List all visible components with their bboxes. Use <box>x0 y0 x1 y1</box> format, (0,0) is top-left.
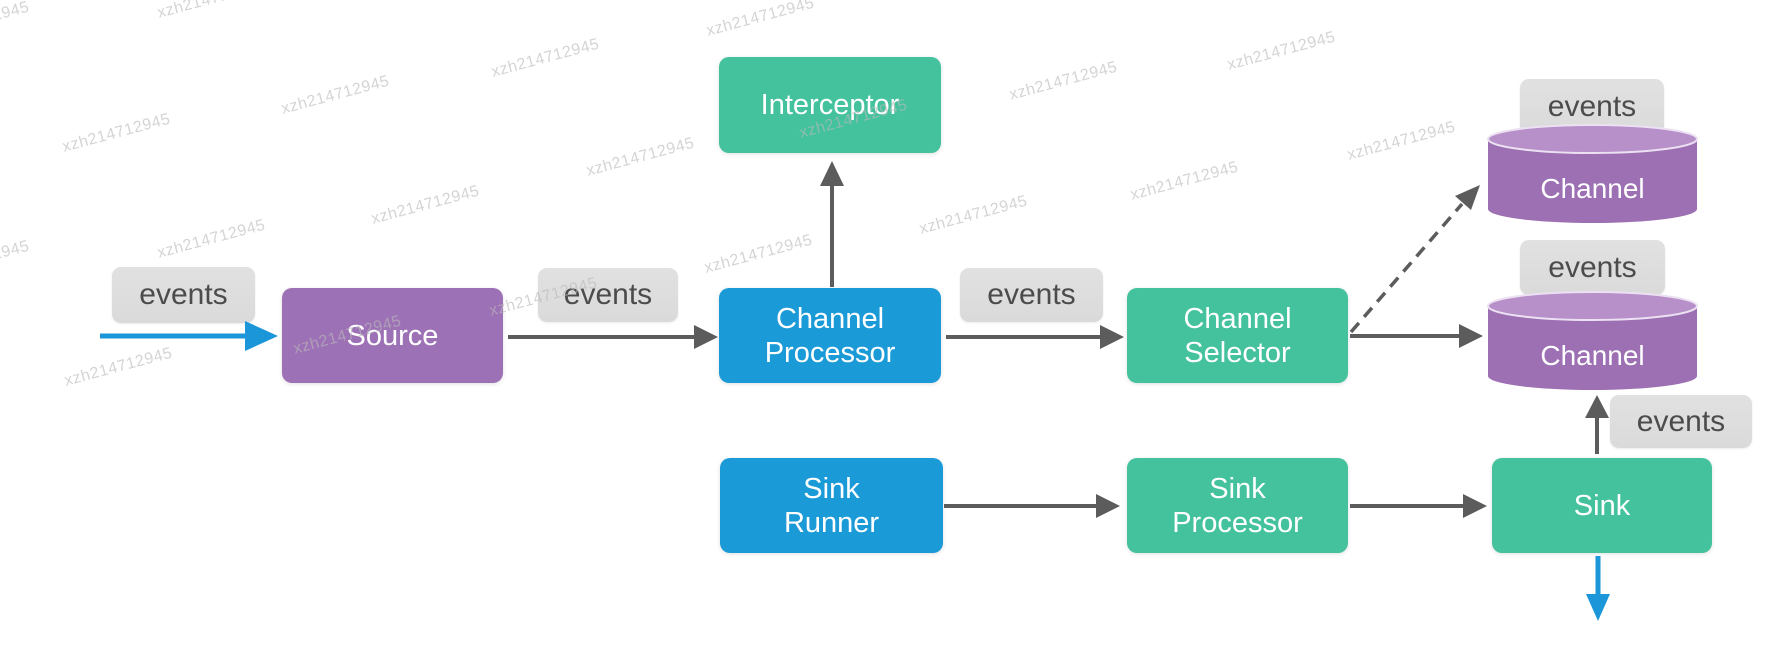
arrow-input-to-source <box>100 321 278 351</box>
arrow-channel-selector-to-channel-bottom <box>1350 324 1483 348</box>
watermark-text: xzh214712945 <box>155 216 268 262</box>
events-badge-channel-bottom: events <box>1520 240 1665 295</box>
source-node: Source <box>282 288 503 383</box>
events-badge-input: events <box>112 267 255 323</box>
watermark-text: xzh214712945 <box>1128 158 1241 204</box>
interceptor-label: Interceptor <box>760 89 900 121</box>
watermark-text: xzh214712945 <box>1345 118 1458 164</box>
cylinder-shape <box>1487 124 1698 223</box>
watermark-text: xzh214712945 <box>917 192 1030 238</box>
arrow-channel-selector-to-channel-top-dashed <box>1349 185 1480 334</box>
sink-processor-label-line1: Sink <box>1209 472 1266 505</box>
sink-runner-label-line2: Runner <box>783 506 880 539</box>
arrow-channel-processor-to-channel-selector <box>946 325 1124 349</box>
events-badge-label: events <box>1548 250 1637 284</box>
channel-selector-label-line1: Channel <box>1183 302 1292 335</box>
arrow-sink-to-channel-bottom <box>1585 395 1609 454</box>
channel-bottom-label: Channel <box>1540 340 1645 371</box>
events-badge-label: events <box>563 278 653 311</box>
channel-bottom-cylinder: Channel <box>1487 290 1698 392</box>
sink-processor-node: Sink Processor <box>1127 458 1348 553</box>
watermark-text: xzh214712945 <box>60 110 173 156</box>
sink-processor-label-line2: Processor <box>1172 506 1303 539</box>
channel-selector-label-line2: Selector <box>1184 336 1291 369</box>
events-badge-label: events <box>987 278 1076 311</box>
events-badge-label: events <box>139 278 228 311</box>
events-badge-processor-to-selector: events <box>960 268 1103 322</box>
watermark-text: xzh214712945 <box>489 35 602 81</box>
watermark-text: xzh214712945 <box>369 182 482 228</box>
sink-label: Sink <box>1573 489 1631 522</box>
channel-processor-label-line1: Channel <box>775 302 885 335</box>
cylinder-shape <box>1487 291 1698 390</box>
watermark-text: xzh214712945 <box>0 237 32 283</box>
arrow-sink-output <box>1586 556 1610 621</box>
watermark-text: xzh214712945 <box>156 0 268 23</box>
watermark-text: xzh214712945 <box>279 72 392 118</box>
source-label: Source <box>346 319 439 352</box>
channel-processor-node: Channel Processor <box>719 288 941 383</box>
events-badge-label: events <box>1636 404 1726 438</box>
events-badge-sink-to-channel: events <box>1610 395 1752 448</box>
watermark-text: xzh214712945 <box>584 134 697 180</box>
watermark-text: xzh214712945 <box>0 0 32 44</box>
arrow-source-to-channel-processor <box>508 325 718 349</box>
arrow-sink-processor-to-sink <box>1350 494 1487 518</box>
events-badge-label: events <box>1547 90 1637 123</box>
watermark-text: xzh214712945 <box>1007 58 1120 104</box>
sink-node: Sink <box>1492 458 1712 553</box>
sink-runner-label-line1: Sink <box>803 472 860 505</box>
interceptor-node: Interceptor <box>719 57 941 153</box>
channel-selector-node: Channel Selector <box>1127 288 1348 383</box>
events-badge-source-to-processor: events <box>538 268 678 322</box>
watermark-text: xzh214712945 <box>704 0 817 40</box>
watermark-text: xzh214712945 <box>702 231 815 277</box>
sink-runner-node: Sink Runner <box>720 458 943 553</box>
channel-top-label: Channel <box>1540 173 1645 204</box>
arrow-sink-runner-to-sink-processor <box>944 494 1120 518</box>
channel-processor-label-line2: Processor <box>764 336 896 369</box>
watermark-text: xzh214712945 <box>1225 28 1338 74</box>
channel-top-cylinder: Channel <box>1487 123 1698 225</box>
watermark-text: xzh214712945 <box>62 344 175 390</box>
arrow-channel-processor-to-interceptor <box>820 161 844 287</box>
